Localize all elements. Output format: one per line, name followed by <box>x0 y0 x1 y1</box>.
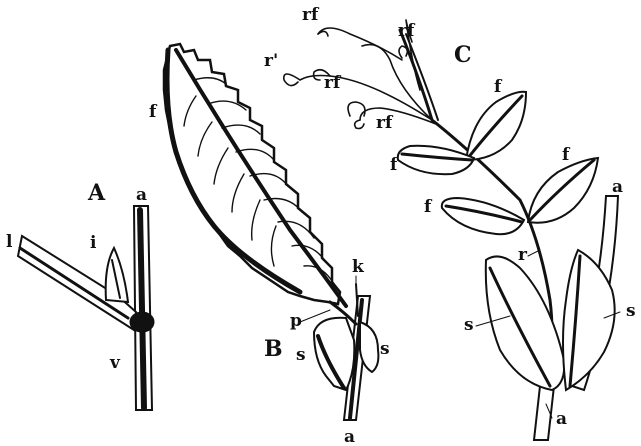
panel-a-node <box>130 312 154 332</box>
panel-a <box>18 206 154 410</box>
panel-b-stem-label: a <box>344 427 355 446</box>
panel-c-tendril-left-label: r' <box>264 51 278 71</box>
panel-b-leaf-label: f <box>149 102 158 122</box>
panel-c-tendril-top1-label: rf <box>302 5 320 25</box>
panel-c-leaflet-1-label: f <box>494 77 503 97</box>
panel-b-petiole-label: p <box>290 311 302 331</box>
panel-c-tendril-mid-label: rf <box>324 73 342 93</box>
panel-c-rachis-label: r <box>518 245 528 265</box>
panel-a-node-label: v <box>109 353 121 373</box>
panel-b-stipule-left <box>314 318 354 390</box>
panel-c-stipule-left-label: s <box>464 315 474 335</box>
panel-c-leaflet-left-lower <box>442 198 524 234</box>
panel-c-stem-top-label: a <box>612 177 623 197</box>
panel-b-label: B <box>264 336 283 362</box>
panel-b <box>164 44 378 420</box>
panel-a-bud <box>106 248 128 302</box>
panel-c-tendril-low-label: rf <box>376 113 394 133</box>
panel-a-leaf-label: l <box>6 232 13 252</box>
panel-a-bud-label: i <box>90 233 97 253</box>
panel-c-stipule-right-label: s <box>626 301 636 321</box>
panel-a-label: A <box>87 180 106 206</box>
panel-a-stem-label: a <box>136 185 147 205</box>
panel-b-spine-label: k <box>352 257 365 277</box>
panel-c-stem-bottom <box>534 386 554 440</box>
panel-c-stem-bottom-label: a <box>556 409 567 429</box>
panel-a-stem-shade <box>140 210 144 408</box>
panel-c-leaflet-4-label: f <box>424 197 433 217</box>
panel-c-tendril-top2-label: rf <box>398 21 416 41</box>
panel-b-stipule-left-label: s <box>296 345 306 365</box>
panel-c-stipule-left <box>486 256 564 390</box>
panel-c-label: C <box>454 42 472 68</box>
panel-c-leaflet-3-label: f <box>562 145 571 165</box>
panel-b-stipule-right-label: s <box>380 339 390 359</box>
